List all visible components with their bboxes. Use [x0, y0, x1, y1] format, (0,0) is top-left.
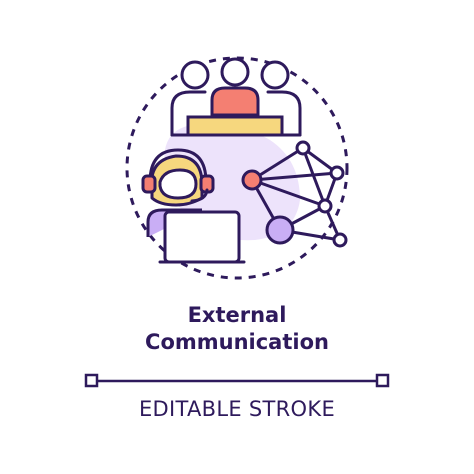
- support-agent-icon: [141, 148, 246, 264]
- dashed-circle: [125, 56, 349, 280]
- editable-stroke-caption: EDITABLE STROKE: [138, 397, 336, 421]
- divider-line: [84, 373, 390, 388]
- network-icon: [241, 140, 348, 248]
- divider-handle-left: [84, 373, 99, 388]
- divider-handle-right: [375, 373, 390, 388]
- title-line-2: Communication: [145, 330, 329, 354]
- title-line-1: External: [187, 303, 287, 327]
- meeting-group-icon: [170, 57, 302, 137]
- external-communication-icon: [125, 56, 349, 280]
